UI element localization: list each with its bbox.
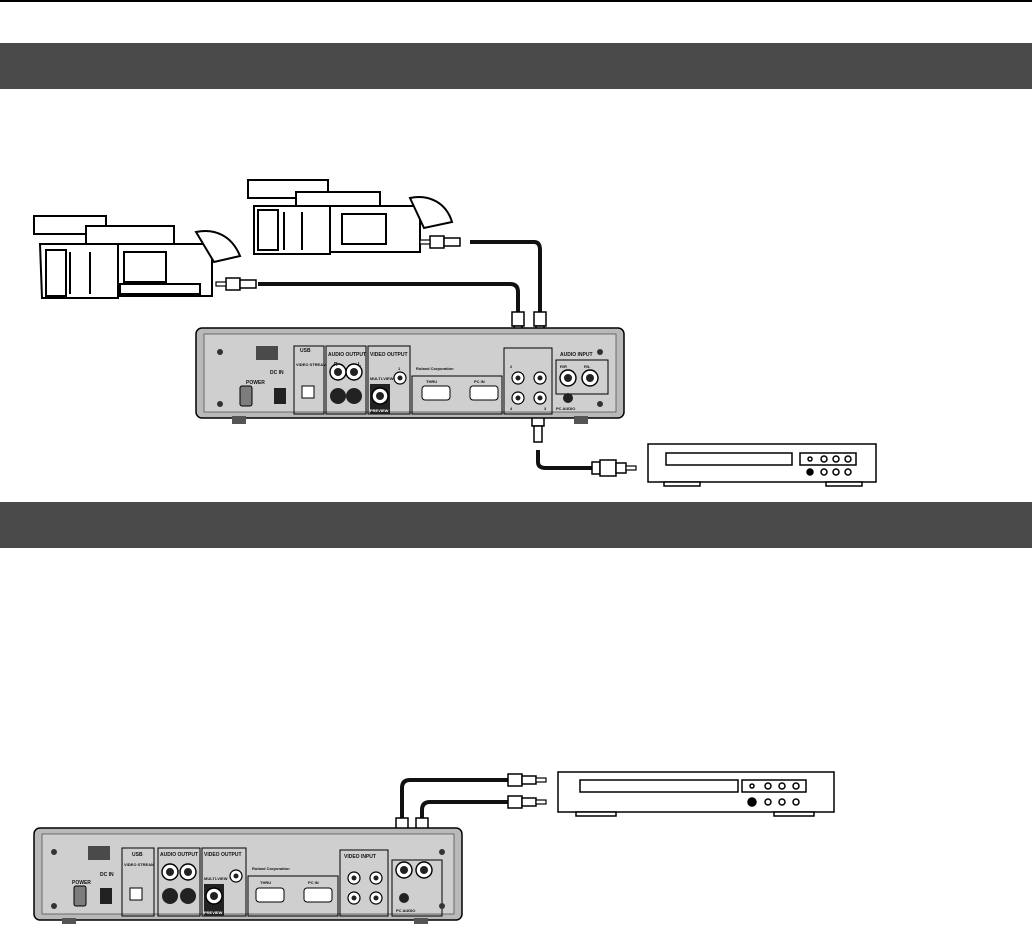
video-cable-4 (402, 780, 508, 818)
pc-in-label-2: PC IN (308, 880, 319, 885)
preview-label-2: PREVIEW (204, 910, 223, 915)
video-cable-3 (538, 450, 592, 468)
brand-label: Roland Corporation (416, 366, 454, 371)
audio-rl-label: R/L (584, 364, 591, 369)
pc-audio-label-2: PC AUDIO (396, 908, 415, 913)
pc-in-label: PC IN (474, 379, 485, 384)
audio-r-label: R (334, 362, 338, 368)
thru-label: THRU (426, 379, 437, 384)
power-label-2: POWER (72, 880, 91, 886)
video-output-label: VIDEO OUTPUT (370, 352, 408, 358)
rca-plug-icon (508, 796, 546, 808)
power-label: POWER (246, 380, 265, 386)
preview-label: PREVIEW (370, 408, 389, 413)
video-cable-5 (422, 802, 508, 818)
audio-output-label: AUDIO OUTPUT (328, 352, 366, 358)
multi-view-label: MULTI-VIEW (370, 376, 394, 381)
rca-plug-icon (592, 460, 636, 476)
pc-audio-label: PC AUDIO (556, 406, 575, 411)
audio-input-label: AUDIO INPUT (560, 352, 593, 358)
video-stream-label: VIDEO STREAM (296, 362, 327, 367)
camcorder-1-icon (34, 216, 240, 298)
audio-rr-label: R/R (560, 364, 567, 369)
usb-label-2: USB (132, 852, 143, 858)
video-player-2-icon (558, 772, 834, 816)
video-stream-label-2: VIDEO STREAM (124, 862, 155, 867)
rear-panel-2: POWER DC IN USB VIDEO STREAM AUDIO OUTPU… (34, 828, 462, 924)
rear-panel-1: POWER DC IN USB VIDEO STREAM AUDIO OUTPU… (196, 328, 624, 424)
usb-label: USB (300, 348, 311, 354)
dc-in-label-2: DC IN (100, 872, 114, 878)
dc-in-label: DC IN (270, 370, 284, 376)
video-input-label-2: VIDEO INPUT (344, 854, 376, 860)
multi-view-label-2: MULTI-VIEW (204, 876, 228, 881)
audio-l-label: L (358, 362, 361, 368)
video-cable-2 (470, 242, 540, 312)
video-cable-1 (258, 284, 518, 312)
thru-label-2: THRU (260, 880, 271, 885)
audio-output-label-2: AUDIO OUTPUT (160, 852, 198, 858)
rca-plug-icon (216, 278, 256, 290)
rca-plug-icon (420, 236, 460, 248)
video-output-label-2: VIDEO OUTPUT (204, 852, 242, 858)
video-player-1-icon (648, 444, 876, 486)
rca-plug-icon (508, 774, 546, 786)
brand-label-2: Roland Corporation (252, 866, 290, 871)
